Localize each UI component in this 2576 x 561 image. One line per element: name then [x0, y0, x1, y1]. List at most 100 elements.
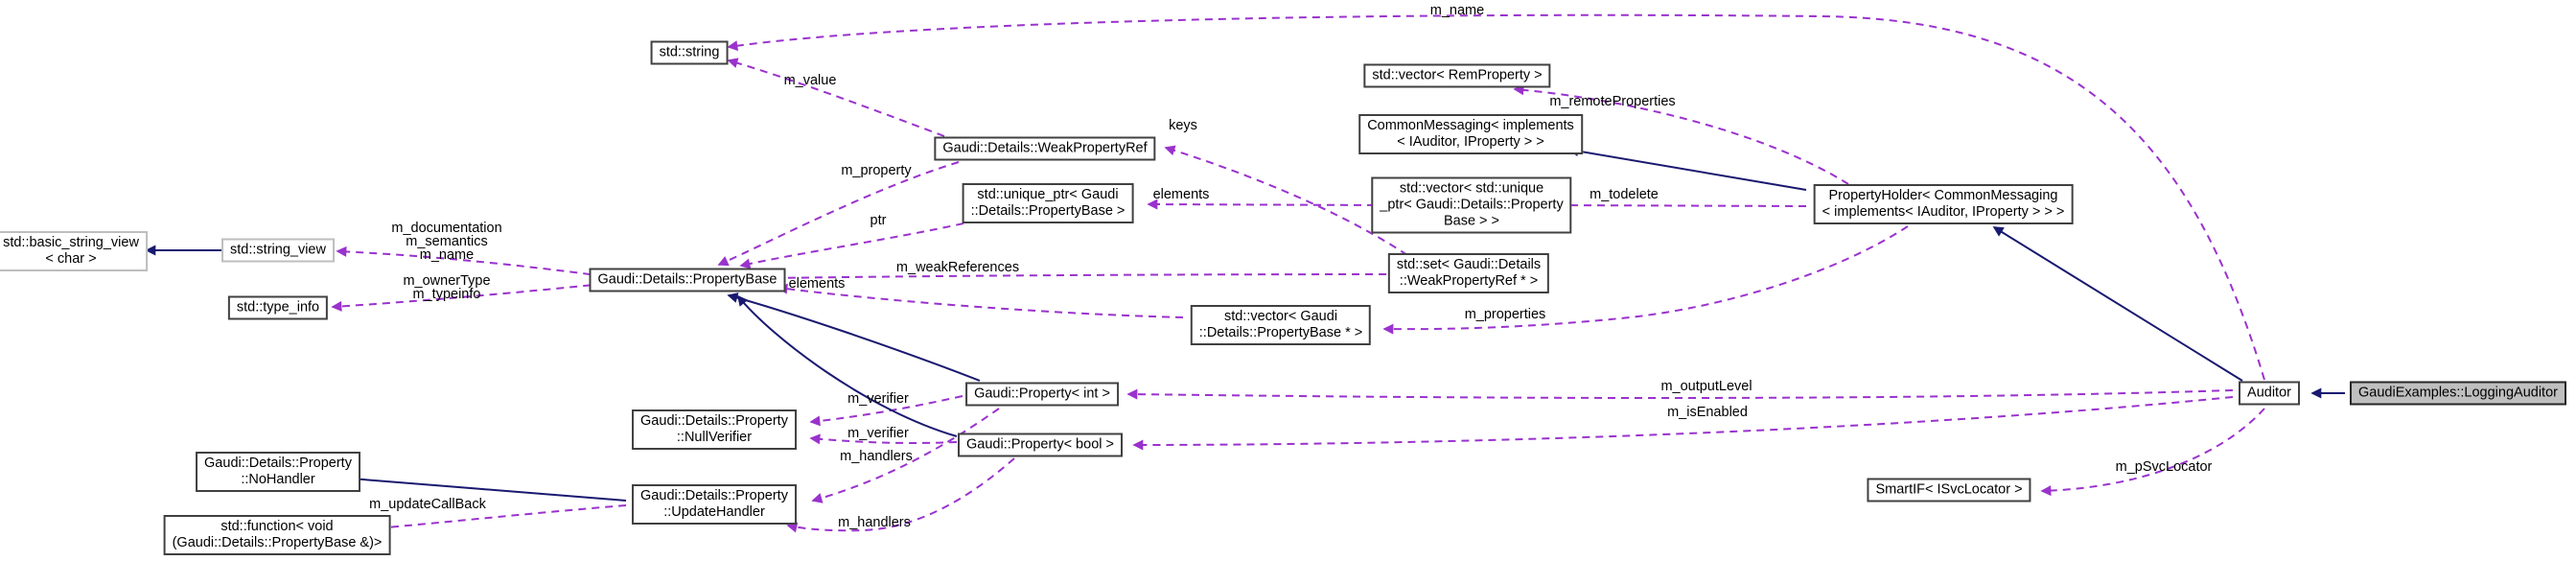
node-label: ::NullVerifier: [676, 430, 753, 445]
edge-label-m-verifier-bool: m_verifier: [847, 426, 909, 441]
edge-m-outputlevel: [1126, 388, 2234, 400]
edge-ptr-to-propertybase: [739, 222, 964, 269]
node-std-function[interactable]: std::function< void (Gaudi::Details::Pro…: [163, 515, 391, 555]
edge-elements-vector-to-uniqueptr: [1147, 199, 1389, 210]
node-label: GaudiExamples::LoggingAuditor: [2358, 385, 2558, 401]
edge-m-verifier-int: [809, 395, 963, 427]
node-label: Gaudi::Details::WeakPropertyRef: [942, 140, 1148, 156]
node-label: Gaudi::Details::Property: [640, 413, 788, 429]
edge-m-handlers-int: [811, 408, 1000, 503]
node-std-vector-unique-ptr-propertybase[interactable]: std::vector< std::unique _ptr< Gaudi::De…: [1371, 176, 1572, 234]
node-label: (Gaudi::Details::PropertyBase &)>: [172, 535, 383, 550]
edge-label-m-outputlevel: m_outputLevel: [1660, 379, 1752, 394]
node-std-unique-ptr-propertybase[interactable]: std::unique_ptr< Gaudi ::Details::Proper…: [962, 183, 1134, 223]
node-label: Base > >: [1443, 213, 1500, 229]
edge-label-keys: keys: [1169, 118, 1197, 133]
edge-m-handlers-bool: [786, 457, 1015, 533]
node-nullverifier[interactable]: Gaudi::Details::Property ::NullVerifier: [632, 409, 797, 450]
node-label: ::NoHandler: [241, 472, 315, 487]
edge-m-isenabled: [1132, 396, 2234, 451]
edge-label-m-todelete: m_todelete: [1590, 187, 1659, 202]
node-label: std::vector< Gaudi: [1223, 309, 1338, 324]
edge-label-m-updatecallback: m_updateCallBack: [369, 497, 486, 512]
edge-inherit-propertyint-propertybase: [727, 292, 981, 382]
node-gaudi-details-propertybase[interactable]: Gaudi::Details::PropertyBase: [589, 268, 786, 292]
node-std-string[interactable]: std::string: [650, 40, 729, 65]
edge-m-value-to-string: [727, 58, 945, 137]
node-label: Gaudi::Details::PropertyBase: [597, 271, 777, 288]
edge-label-m-weakreferences: m_weakReferences: [895, 260, 1020, 275]
node-label: std::basic_string_view: [3, 235, 139, 250]
node-label: Gaudi::Details::Property: [204, 456, 352, 471]
edge-label-m-properties: m_properties: [1464, 307, 1546, 322]
node-std-vector-remproperty[interactable]: std::vector< RemProperty >: [1363, 63, 1551, 88]
node-std-basic-string-view: std::basic_string_view < char >: [0, 231, 148, 271]
node-std-string-view: std::string_view: [221, 238, 335, 263]
edge-m-updatecallback: [374, 504, 627, 533]
node-label: Gaudi::Property< bool >: [966, 436, 1114, 453]
node-gaudi-details-weakpropertyref[interactable]: Gaudi::Details::WeakPropertyRef: [934, 136, 1156, 161]
node-label: std::type_info: [236, 299, 320, 316]
node-label: std::string: [659, 44, 720, 60]
edge-label-typeinfo-members: m_ownerType m_typeinfo: [403, 273, 491, 302]
node-auditor[interactable]: Auditor: [2239, 381, 2300, 406]
edge-label-stringview-members: m_documentation m_semantics m_name: [391, 221, 502, 263]
node-gaudiexamples-loggingauditor: GaudiExamples::LoggingAuditor: [2350, 381, 2566, 406]
edge-label-m-handlers-bool: m_handlers: [838, 515, 911, 530]
edge-label-line: m_name: [419, 247, 475, 263]
node-label: std::function< void: [220, 519, 334, 534]
node-label: SmartIF< ISvcLocator >: [1875, 481, 2023, 498]
edge-label-ptr: ptr: [870, 213, 887, 228]
node-label: Auditor: [2247, 385, 2291, 401]
node-label: Gaudi::Property< int >: [974, 386, 1110, 402]
node-label: std::unique_ptr< Gaudi: [977, 187, 1119, 202]
node-std-set-weakpropertyref[interactable]: std::set< Gaudi::Details ::WeakPropertyR…: [1387, 253, 1550, 293]
edge-m-properties: [1382, 225, 1909, 335]
edge-label-m-property: m_property: [841, 163, 912, 178]
node-gaudi-property-bool[interactable]: Gaudi::Property< bool >: [958, 432, 1123, 457]
edge-m-weakreferences: [774, 269, 1400, 280]
edge-label-m-remoteproperties: m_remoteProperties: [1549, 94, 1676, 109]
edge-m-name-auditor-to-string: [727, 13, 2265, 381]
edge-label-line: m_semantics: [406, 234, 488, 249]
node-std-type-info[interactable]: std::type_info: [227, 295, 329, 320]
node-commonmessaging[interactable]: CommonMessaging< implements < IAuditor, …: [1358, 114, 1583, 154]
edge-inherit-updatehandler-nohandler: [349, 474, 627, 502]
edge-label-m-value: m_value: [783, 73, 837, 88]
edge-label-line: m_ownerType: [403, 273, 491, 289]
node-std-vector-propertybase-ptr[interactable]: std::vector< Gaudi ::Details::PropertyBa…: [1190, 305, 1372, 345]
edge-m-remoteproperties: [1513, 84, 1849, 185]
node-label: ::UpdateHandler: [663, 504, 765, 520]
edge-label-elements-lower: elements: [788, 276, 846, 292]
node-label: < IAuditor, IProperty > >: [1397, 134, 1544, 150]
edge-label-m-name-top: m_name: [1429, 3, 1485, 18]
node-smartif-isvclocator[interactable]: SmartIF< ISvcLocator >: [1867, 478, 2031, 503]
edge-label-m-isenabled: m_isEnabled: [1667, 405, 1748, 420]
edge-m-verifier-bool: [809, 433, 958, 445]
edge-inherit-auditor-propertyholder: [1992, 226, 2243, 382]
edge-label-line: m_typeinfo: [412, 287, 481, 302]
edge-m-todelete: [1556, 199, 1807, 211]
node-label: ::WeakPropertyRef * >: [1399, 273, 1539, 289]
node-label: ::Details::PropertyBase >: [970, 203, 1126, 219]
node-label: Gaudi::Details::Property: [640, 488, 788, 503]
node-label: std::string_view: [230, 242, 326, 258]
edge-inherit-propertybool-propertybase: [736, 294, 958, 437]
edge-m-property-to-propertybase: [717, 161, 960, 267]
edge-inherit-propertyholder-commonmessaging: [1567, 146, 1807, 191]
node-nohandler[interactable]: Gaudi::Details::Property ::NoHandler: [196, 452, 360, 492]
edge-label-line: m_documentation: [391, 221, 502, 236]
edge-elements-vector-to-propertybase: [777, 283, 1184, 318]
node-label: std::vector< RemProperty >: [1372, 67, 1543, 83]
node-label: std::vector< std::unique: [1399, 180, 1544, 197]
node-label: < char >: [45, 251, 97, 267]
node-label: PropertyHolder< CommonMessaging: [1828, 188, 2058, 203]
edge-label-elements-upper: elements: [1152, 187, 1210, 202]
node-propertyholder[interactable]: PropertyHolder< CommonMessaging < implem…: [1813, 184, 2074, 224]
edge-label-m-psvclocator: m_pSvcLocator: [2115, 459, 2213, 475]
edge-propertybase-to-stringview: [336, 245, 605, 277]
node-updatehandler[interactable]: Gaudi::Details::Property ::UpdateHandler: [632, 484, 797, 525]
node-gaudi-property-int[interactable]: Gaudi::Property< int >: [965, 382, 1119, 407]
